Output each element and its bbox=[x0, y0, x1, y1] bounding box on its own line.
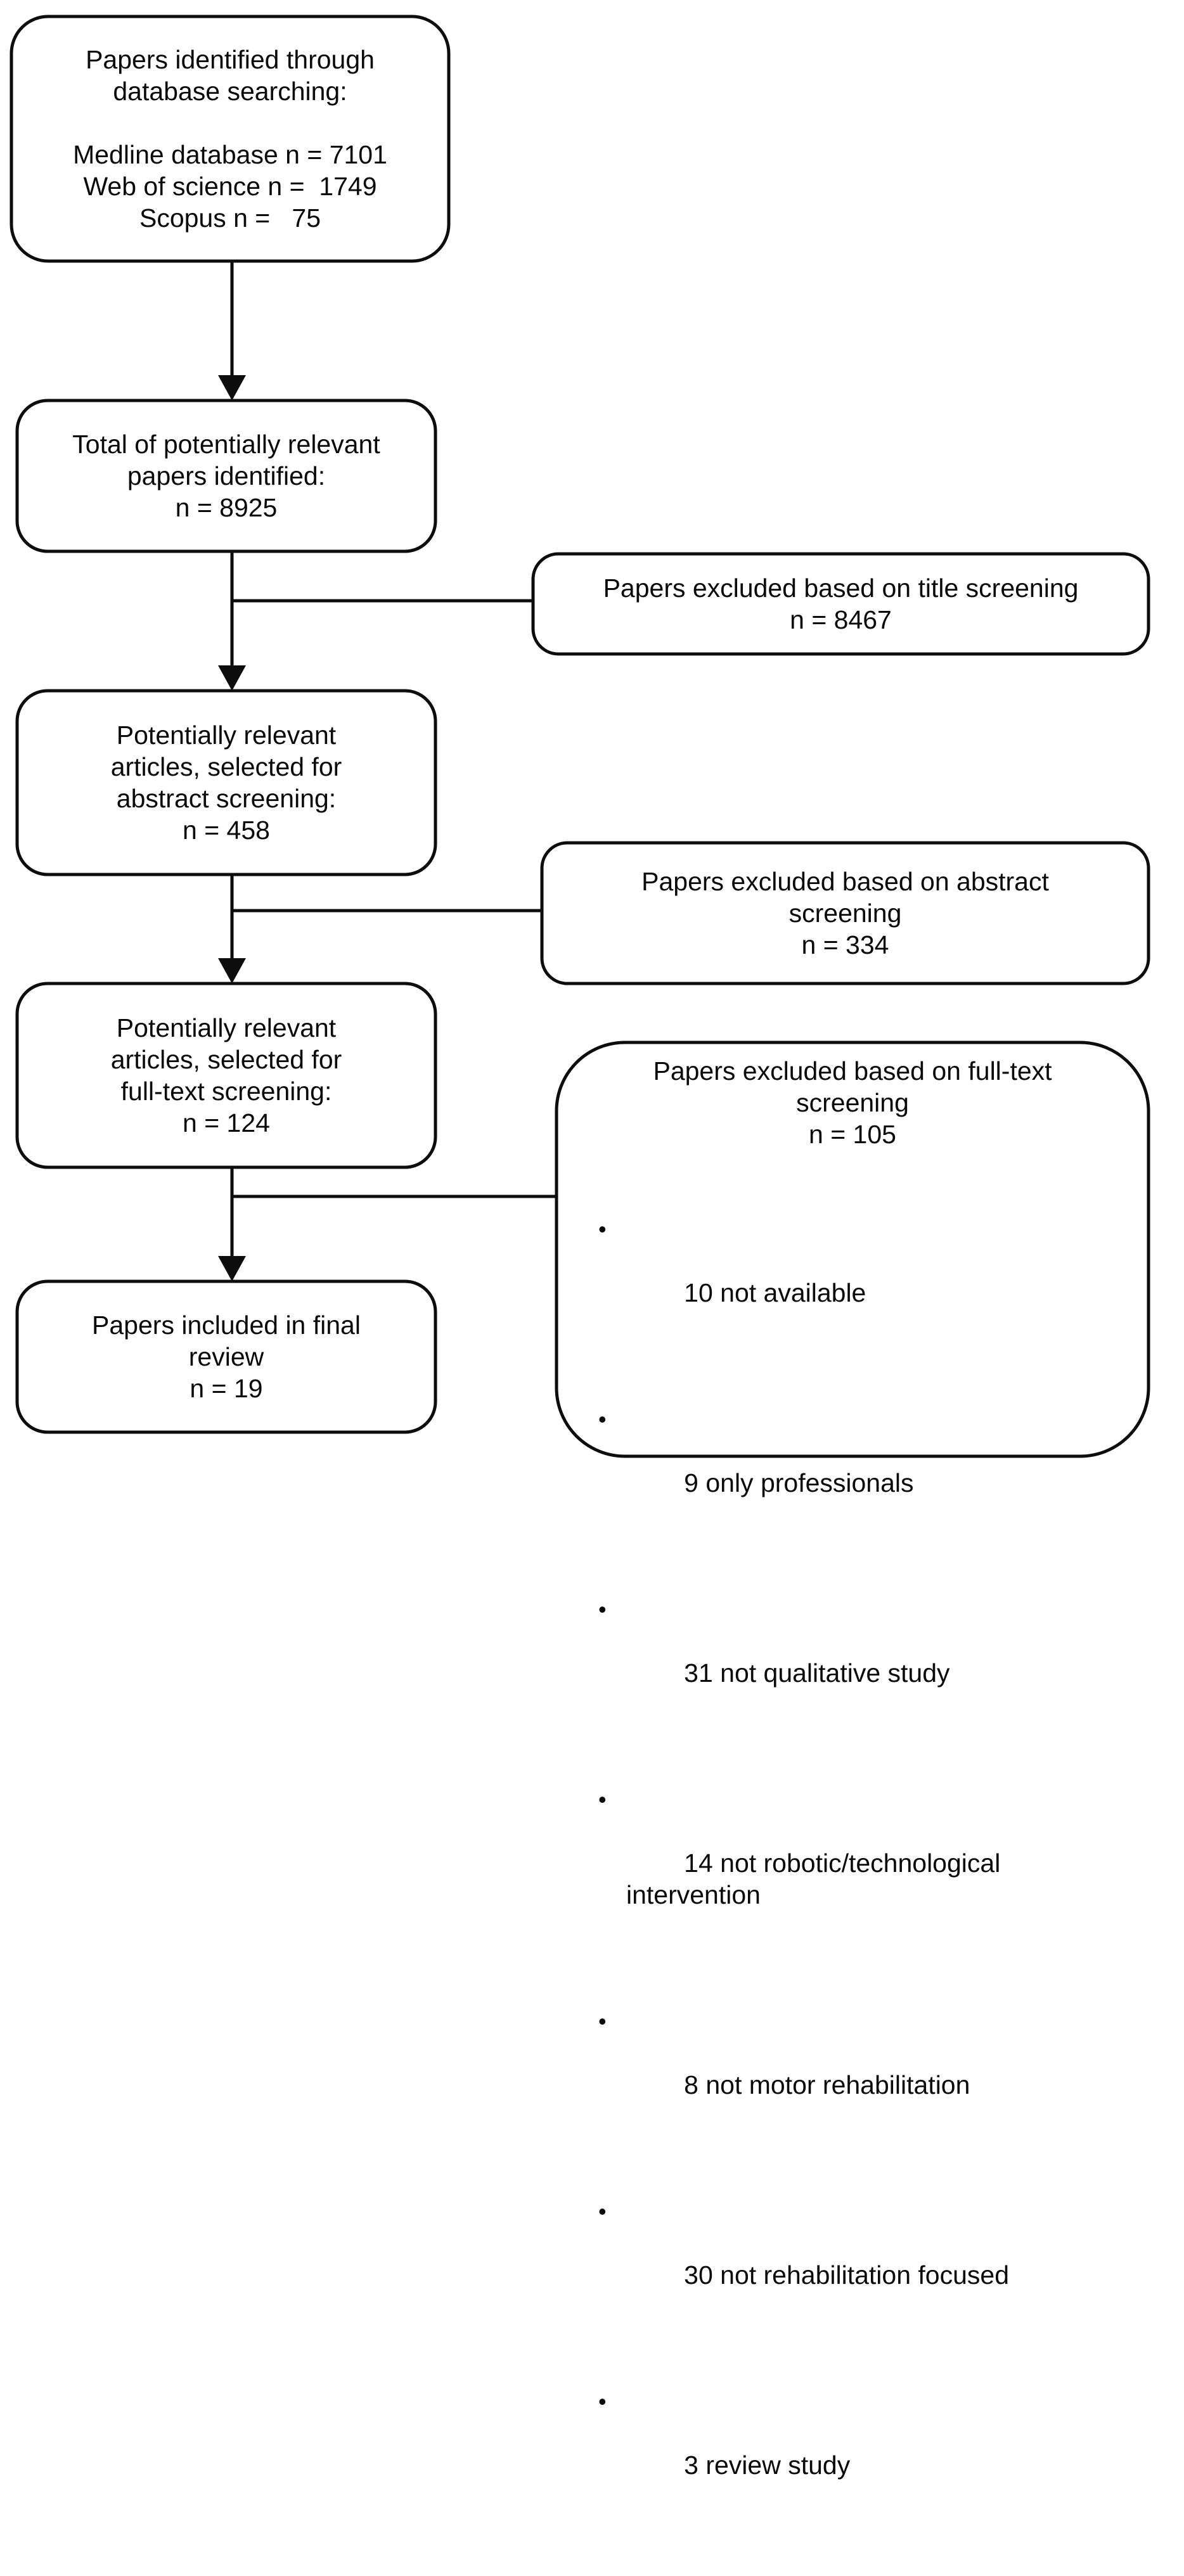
bullet-icon: • bbox=[598, 1596, 607, 1622]
text-box-excluded-title: Papers excluded based on title screening… bbox=[533, 554, 1149, 654]
identified-line-wos: Web of science n = 1749 bbox=[83, 172, 377, 201]
included-final-line-1: Papers included in final bbox=[92, 1310, 361, 1340]
identified-line-2: database searching: bbox=[113, 77, 347, 106]
list-item-label: 31 not qualitative study bbox=[684, 1658, 950, 1688]
identified-line-1: Papers identified through bbox=[86, 45, 375, 74]
text-box-identified: Papers identified through database searc… bbox=[11, 16, 449, 261]
box-excluded-abstract bbox=[540, 841, 1150, 985]
excluded-fulltext-count: n = 105 bbox=[809, 1120, 896, 1149]
bullet-icon: • bbox=[598, 1216, 607, 1242]
bullet-icon: • bbox=[598, 2388, 607, 2414]
arrow-head-to-total bbox=[218, 375, 246, 400]
bullet-icon: • bbox=[598, 2198, 607, 2224]
list-item: • 9 only professionals bbox=[568, 1404, 1137, 1530]
text-box-total-relevant: Total of potentially relevant papers ide… bbox=[17, 400, 435, 551]
abstract-screening-line-3: abstract screening: bbox=[116, 784, 337, 813]
list-item: • 30 not rehabilitation focused bbox=[568, 2196, 1137, 2323]
bullet-icon: • bbox=[598, 1406, 607, 1432]
box-total-relevant bbox=[15, 399, 437, 553]
arrow-head-to-fulltext bbox=[218, 958, 246, 984]
excluded-abstract-line-2: screening bbox=[788, 899, 902, 928]
list-item-label: 30 not rehabilitation focused bbox=[684, 2260, 1010, 2290]
identified-line-medline: Medline database n = 7101 bbox=[73, 140, 387, 169]
text-box-included-final: Papers included in final review n = 19 bbox=[17, 1281, 435, 1432]
list-item: • 10 not available bbox=[568, 1214, 1137, 1340]
text-box-excluded-abstract: Papers excluded based on abstract screen… bbox=[542, 843, 1149, 984]
box-abstract-screening bbox=[15, 689, 437, 876]
fulltext-screening-line-2: articles, selected for bbox=[110, 1045, 342, 1074]
list-item-label: 3 review study bbox=[684, 2451, 851, 2480]
box-included-final bbox=[15, 1279, 437, 1434]
bullet-icon: • bbox=[598, 2008, 607, 2034]
abstract-screening-line-2: articles, selected for bbox=[110, 752, 342, 781]
excluded-title-line-1: Papers excluded based on title screening bbox=[603, 574, 1079, 603]
box-excluded-fulltext bbox=[555, 1041, 1150, 1458]
abstract-screening-count: n = 458 bbox=[183, 816, 270, 845]
total-relevant-line-2: papers identified: bbox=[127, 461, 326, 490]
included-final-count: n = 19 bbox=[190, 1374, 263, 1403]
list-item-label: 9 only professionals bbox=[684, 1468, 914, 1497]
box-excluded-title bbox=[531, 552, 1150, 656]
list-item: • 31 not qualitative study bbox=[568, 1594, 1137, 1721]
total-relevant-count: n = 8925 bbox=[175, 493, 278, 522]
identified-line-scopus: Scopus n = 75 bbox=[139, 203, 321, 233]
included-final-line-2: review bbox=[188, 1342, 264, 1371]
list-item-label: 10 not available bbox=[684, 1278, 866, 1307]
excluded-title-count: n = 8467 bbox=[790, 605, 892, 634]
list-item: • 14 not robotic/technological intervent… bbox=[568, 1784, 1137, 1942]
text-box-fulltext-screening: Potentially relevant articles, selected … bbox=[17, 984, 435, 1167]
excluded-abstract-count: n = 334 bbox=[801, 930, 889, 959]
fulltext-screening-line-3: full-text screening: bbox=[120, 1077, 332, 1106]
text-box-excluded-fulltext: Papers excluded based on full-text scree… bbox=[557, 1042, 1149, 2480]
flow-diagram-canvas bbox=[10, 15, 1150, 1458]
list-item: • 3 review study bbox=[568, 2386, 1137, 2513]
fulltext-screening-count: n = 124 bbox=[183, 1108, 270, 1137]
total-relevant-line-1: Total of potentially relevant bbox=[72, 430, 380, 459]
arrow-head-to-included bbox=[218, 1256, 246, 1281]
box-identified bbox=[10, 15, 451, 263]
abstract-screening-line-1: Potentially relevant bbox=[116, 721, 337, 750]
text-box-abstract-screening: Potentially relevant articles, selected … bbox=[17, 691, 435, 875]
arrow-head-to-abstract bbox=[218, 665, 246, 691]
prisma-flow-diagram: Papers identified through database searc… bbox=[10, 15, 1150, 2480]
box-fulltext-screening bbox=[15, 982, 437, 1169]
list-item-label: 14 not robotic/technological interventio… bbox=[626, 1849, 1008, 1909]
excluded-fulltext-reason-list: • 10 not available • 9 only professional… bbox=[568, 1150, 1137, 2576]
list-item: • 8 not motor rehabilitation bbox=[568, 2006, 1137, 2132]
bullet-icon: • bbox=[598, 1786, 607, 1812]
fulltext-screening-line-1: Potentially relevant bbox=[116, 1013, 337, 1042]
excluded-fulltext-line-2: screening bbox=[796, 1088, 909, 1117]
excluded-fulltext-line-1: Papers excluded based on full-text bbox=[653, 1056, 1052, 1086]
list-item-label: 8 not motor rehabilitation bbox=[684, 2070, 970, 2099]
excluded-abstract-line-1: Papers excluded based on abstract bbox=[641, 867, 1049, 896]
identified-line-blank bbox=[28, 107, 432, 139]
